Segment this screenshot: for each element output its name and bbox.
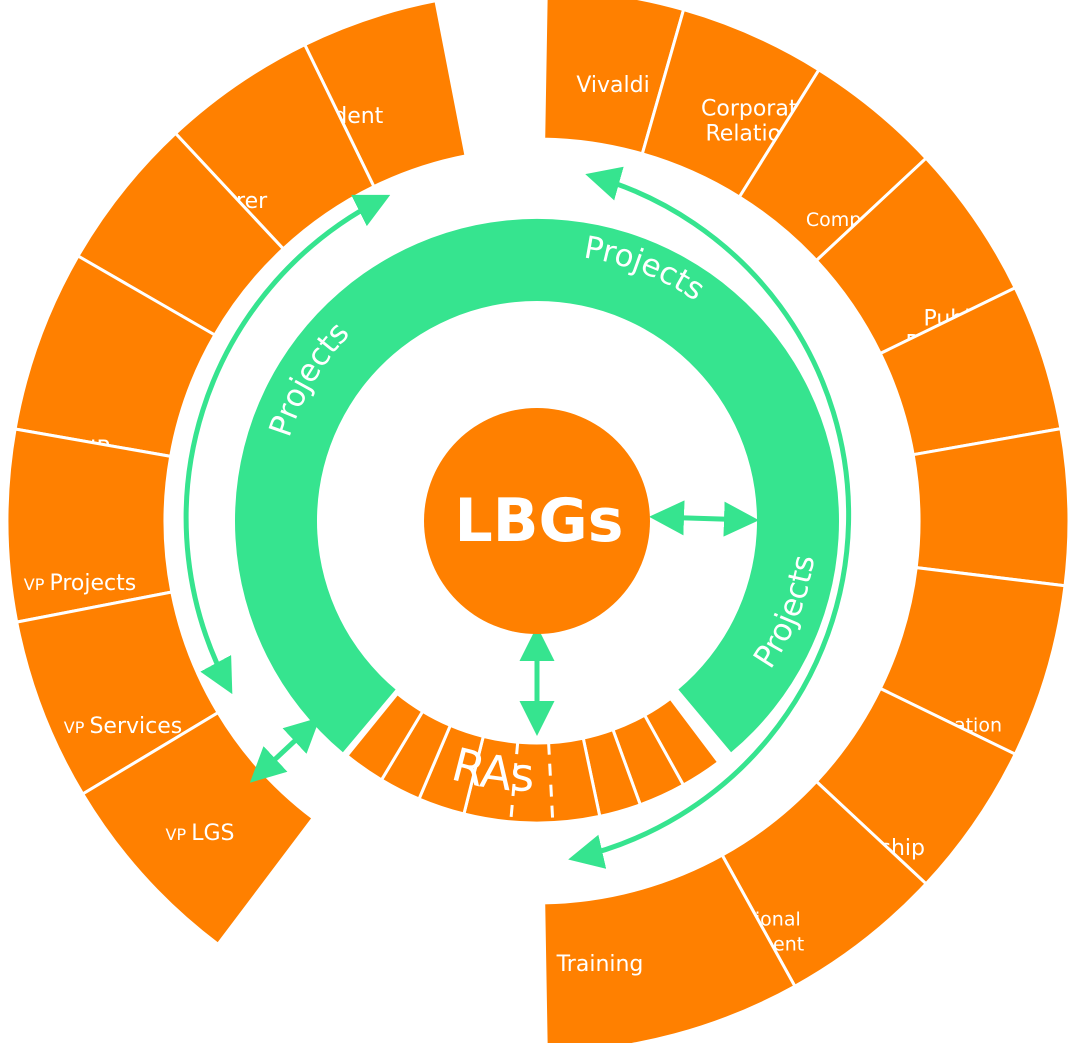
connector-arrows [183,166,852,869]
segment-label-vivaldi: Vivaldi [576,73,649,98]
ras-divider [509,742,520,823]
segment-label-lgs: VP LGS [166,821,235,846]
vp-lgs-ras-arrow [249,717,321,783]
segment-training [542,853,797,1043]
outer-left-ring: PresidentTreasurerSecretaryVP HRVP Proje… [5,0,468,947]
segment-president [302,0,468,189]
ras-ring [344,691,721,825]
ras-segment [344,691,425,782]
ras-label: RAs [447,737,535,802]
segment-label-projects: VP Projects [24,571,136,596]
projects-arc [234,218,839,753]
ras-divider [547,742,555,823]
segment-label-services: VP Services [64,714,182,739]
segment-grants [911,426,1070,588]
segment-projects [5,427,174,624]
right-arc-arrow [568,166,852,869]
outer-right-ring: VivaldiCorporateRelationsCompetitionsPub… [542,0,1070,1043]
lbgs-circle [424,408,650,634]
left-arc-arrow [183,194,391,695]
lbgs-projects-arrow [649,500,759,537]
segment-label-training: Training [556,952,644,977]
lbgs-label: LBGs [455,486,624,556]
lbgs-center: LBGs [424,408,650,634]
segment-hr [13,253,217,459]
